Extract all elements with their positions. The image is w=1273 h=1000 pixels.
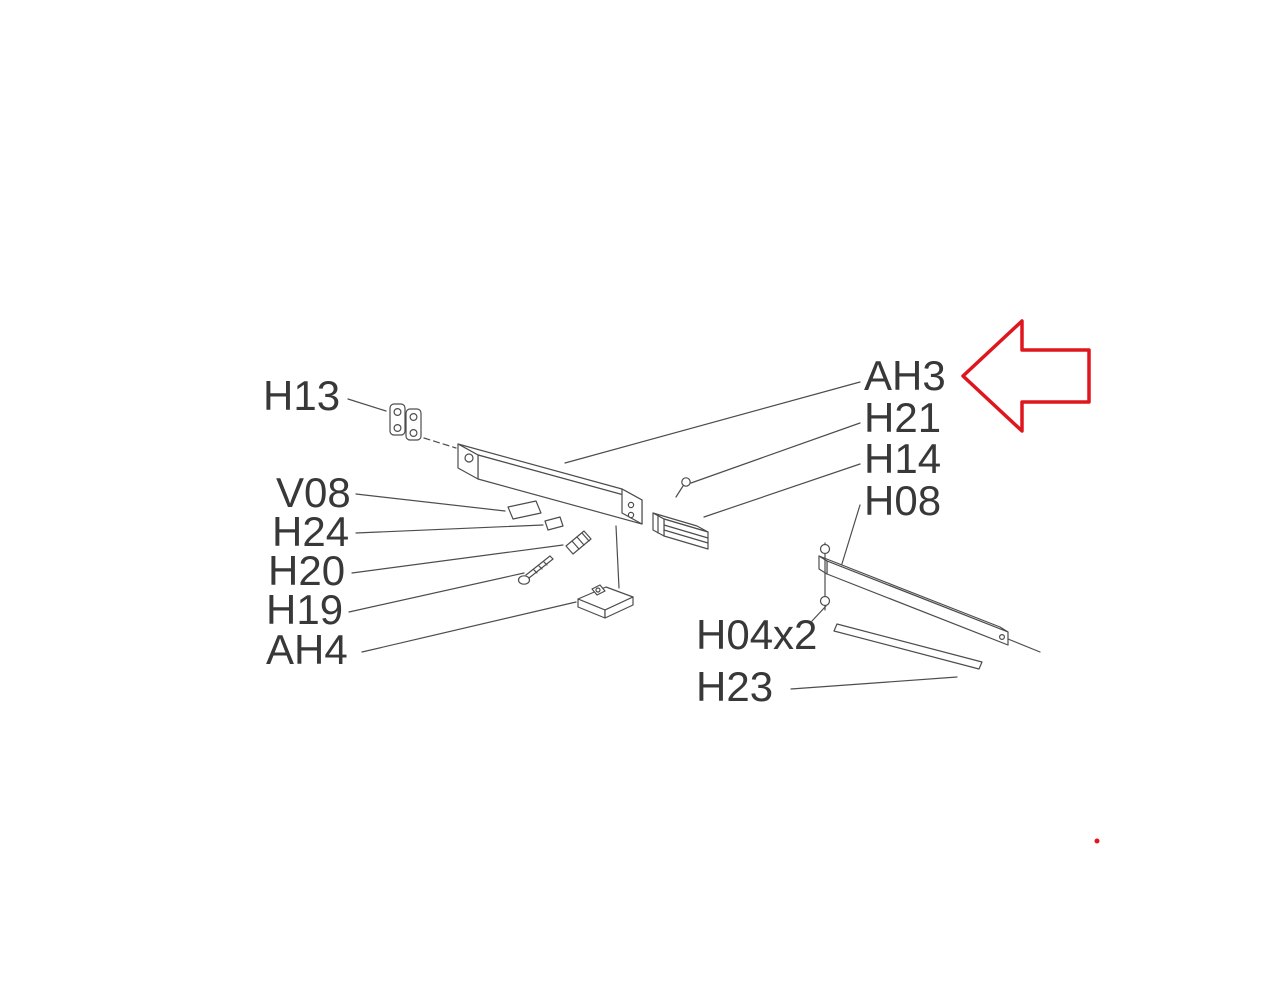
part-ah4-bracket: [577, 584, 634, 619]
part-label-v08: V08: [276, 469, 351, 516]
part-label-h13: H13: [263, 372, 341, 419]
part-label-h23: H23: [696, 663, 774, 710]
part-h13-bracket: [389, 403, 422, 441]
highlight-arrow-icon: [961, 319, 1091, 433]
part-label-h20: H20: [268, 547, 346, 594]
part-label-ah3: AH3: [864, 352, 946, 399]
part-label-h19: H19: [266, 586, 344, 633]
part-ah3-beam: [457, 443, 643, 525]
part-h08-beam: [818, 555, 1041, 653]
part-h04-screws: [819, 542, 831, 611]
part-label-h24: H24: [272, 508, 350, 555]
part-label-h04x2: H04x2: [696, 611, 818, 658]
part-h14-connector: [652, 512, 709, 550]
red-dot-marker: [1094, 838, 1100, 844]
leader-lines: [347, 381, 958, 690]
part-v08-sticker: [507, 500, 542, 520]
part-h21-screw: [675, 477, 691, 498]
part-label-ah4: AH4: [266, 626, 348, 673]
part-label-h14: H14: [864, 435, 942, 482]
part-label-h08: H08: [864, 477, 942, 524]
part-h20-spring: [565, 530, 592, 555]
part-h24-sticker: [544, 516, 564, 531]
part-h19-screw: [517, 555, 554, 585]
part-label-h21: H21: [864, 394, 942, 441]
part-h23-strip: [833, 623, 983, 670]
assembly-axis-line: [615, 525, 620, 589]
